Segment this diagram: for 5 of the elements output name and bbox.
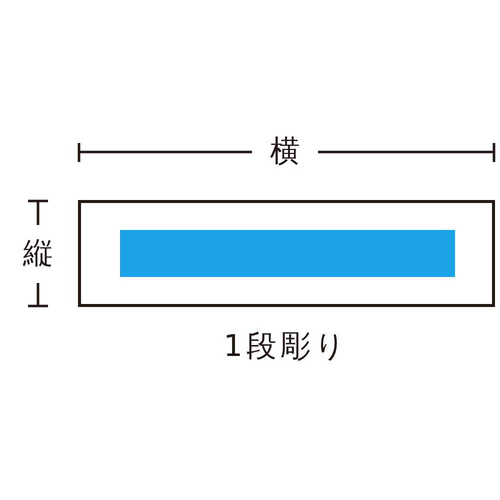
node-label: 1段彫り [223, 332, 350, 362]
dimension-label: 縦 [23, 239, 53, 269]
engraving-bar [120, 230, 455, 277]
dimension-label: 横 [270, 137, 300, 167]
plate-box [78, 200, 495, 307]
